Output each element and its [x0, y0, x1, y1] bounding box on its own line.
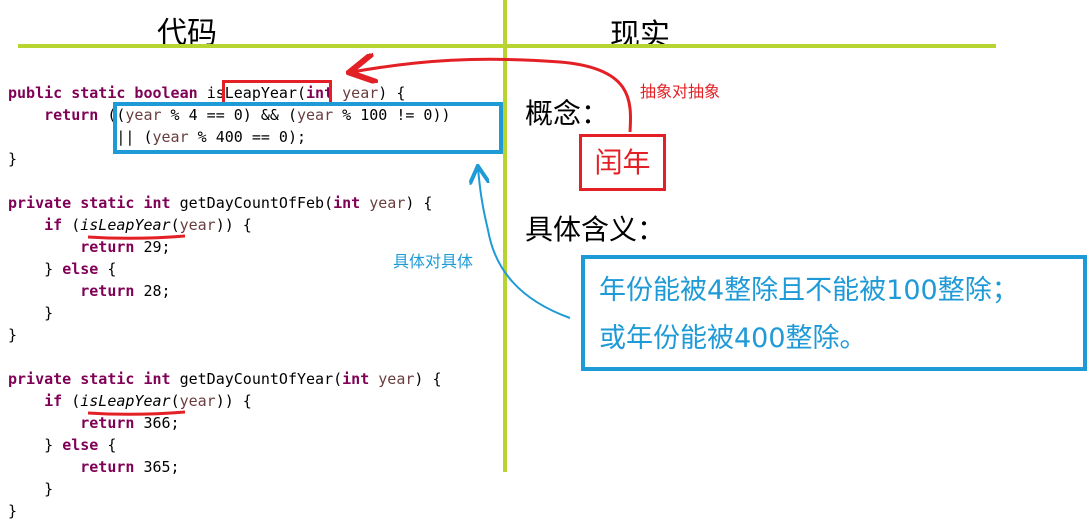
concept-term: 闰年 — [594, 146, 651, 179]
call-underline-2 — [87, 410, 186, 416]
code-line: } — [8, 502, 18, 520]
code-block: public static boolean isLeapYear(int yea… — [8, 82, 451, 522]
code-line: } — [8, 326, 18, 344]
code-line: } — [8, 150, 18, 168]
code-line: private static int getDayCountOfFeb(int … — [8, 194, 433, 212]
code-line: } else { — [8, 260, 117, 278]
horizontal-divider — [18, 44, 996, 48]
meaning-line-1: 年份能被4整除且不能被100整除； — [599, 275, 1019, 306]
code-line: || (year % 400 == 0); — [8, 128, 307, 146]
meaning-box: 年份能被4整除且不能被100整除； 或年份能被400整除。 — [581, 255, 1087, 371]
code-line: private static int getDayCountOfYear(int… — [8, 370, 442, 388]
method-name: isLeapYear — [206, 84, 297, 102]
code-line: return ((year % 4 == 0) && (year % 100 !… — [44, 106, 451, 124]
concept-term-box: 闰年 — [579, 134, 666, 191]
method-call: isLeapYear — [80, 216, 171, 234]
code-line: } — [8, 304, 54, 322]
concrete-arrow — [478, 168, 571, 319]
code-line: if (isLeapYear(year)) { — [44, 392, 252, 410]
call-underline-1 — [87, 234, 186, 240]
code-line: return 28; — [80, 282, 171, 300]
abstract-arrow — [352, 59, 633, 133]
code-line: return 366; — [80, 414, 180, 432]
code-line: return 365; — [80, 458, 180, 476]
concept-label: 概念： — [525, 97, 610, 130]
method-body-highlight — [113, 102, 503, 154]
meaning-label: 具体含义： — [525, 213, 666, 246]
meaning-line-2: 或年份能被400整除。 — [599, 323, 867, 354]
code-line: } else { — [8, 436, 117, 454]
code-line: } — [8, 480, 54, 498]
code-line: if (isLeapYear(year)) { — [44, 216, 252, 234]
method-call: isLeapYear — [80, 392, 171, 410]
abstract-note: 抽象对抽象 — [640, 82, 721, 101]
code-line: return 29; — [80, 238, 171, 256]
code-line: public static boolean isLeapYear(int yea… — [8, 84, 406, 102]
vertical-divider — [503, 0, 507, 472]
concrete-note: 具体对具体 — [393, 252, 474, 271]
